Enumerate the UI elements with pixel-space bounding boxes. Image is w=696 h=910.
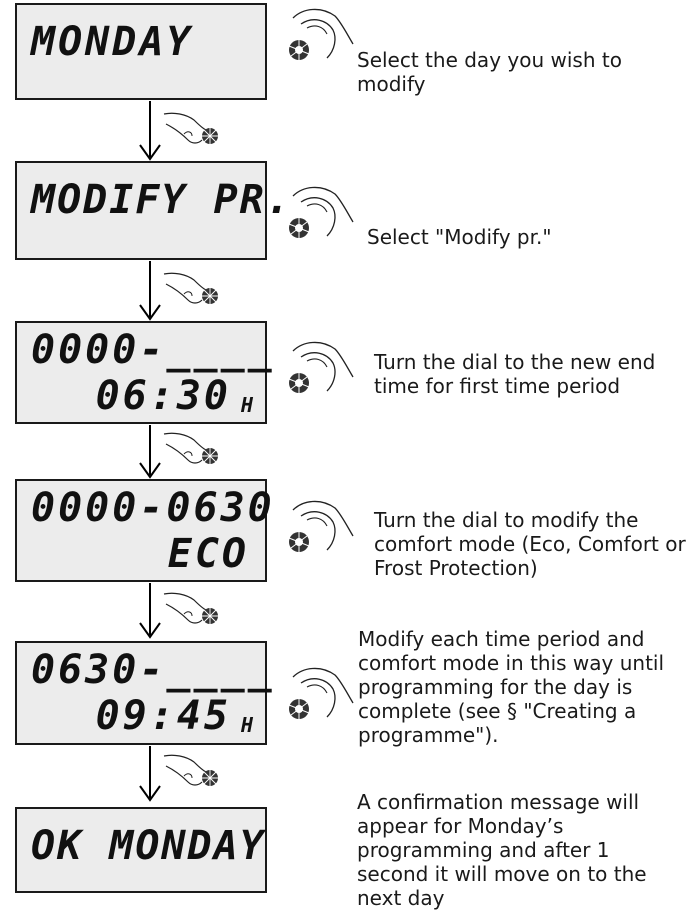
hand-pressing-dial-icon [163,432,218,464]
lcd-display-modify-pr: MODIFY PR. [15,161,290,260]
hand-turning-dial-icon [288,186,354,238]
lcd-line-2: ECO [167,531,249,577]
arrow-down-icon [139,746,161,802]
lcd-line-1: MONDAY [31,19,194,65]
hand-turning-dial-icon [288,667,354,719]
instruction-confirmation: A confirmation message will appear for M… [357,790,647,910]
lcd-display-comfort-mode: 0000-0630 ECO [15,479,272,582]
lcd-line-1: 0630-____ [31,647,275,693]
arrow-down-icon [139,261,161,321]
hand-turning-dial-icon [288,500,354,552]
lcd-line-1: 0000-0630 [31,485,275,531]
lcd-unit: H [240,713,253,737]
lcd-display-confirmation: OK MONDAY [15,807,267,893]
lcd-line-2: 06:30 [95,373,231,419]
lcd-unit: H [240,393,253,417]
hand-pressing-dial-icon [163,272,218,304]
lcd-display-next-period: 0630-____ 09:45 H [15,641,272,745]
hand-pressing-dial-icon [163,112,218,144]
lcd-display-end-time: 0000-____ 06:30 H [15,321,272,424]
instruction-comfort-mode: Turn the dial to modify the comfort mode… [374,508,686,580]
hand-turning-dial-icon [288,341,354,393]
arrow-down-icon [139,101,161,161]
lcd-line-2: 09:45 [95,693,231,739]
lcd-display-monday: MONDAY [15,3,267,100]
hand-pressing-dial-icon [163,592,218,624]
instruction-modify-each-period: Modify each time period and comfort mode… [358,627,665,747]
hand-turning-dial-icon [288,8,354,60]
lcd-line-1: 0000-____ [31,327,275,373]
lcd-line-1: OK MONDAY [31,823,266,869]
arrow-down-icon [139,425,161,479]
instruction-select-day: Select the day you wish to modify [357,48,622,96]
instruction-select-modify: Select "Modify pr." [367,225,552,249]
lcd-line-1: MODIFY PR. [31,177,292,223]
hand-pressing-dial-icon [163,754,218,786]
instruction-end-time: Turn the dial to the new end time for fi… [374,350,656,398]
arrow-down-icon [139,583,161,639]
